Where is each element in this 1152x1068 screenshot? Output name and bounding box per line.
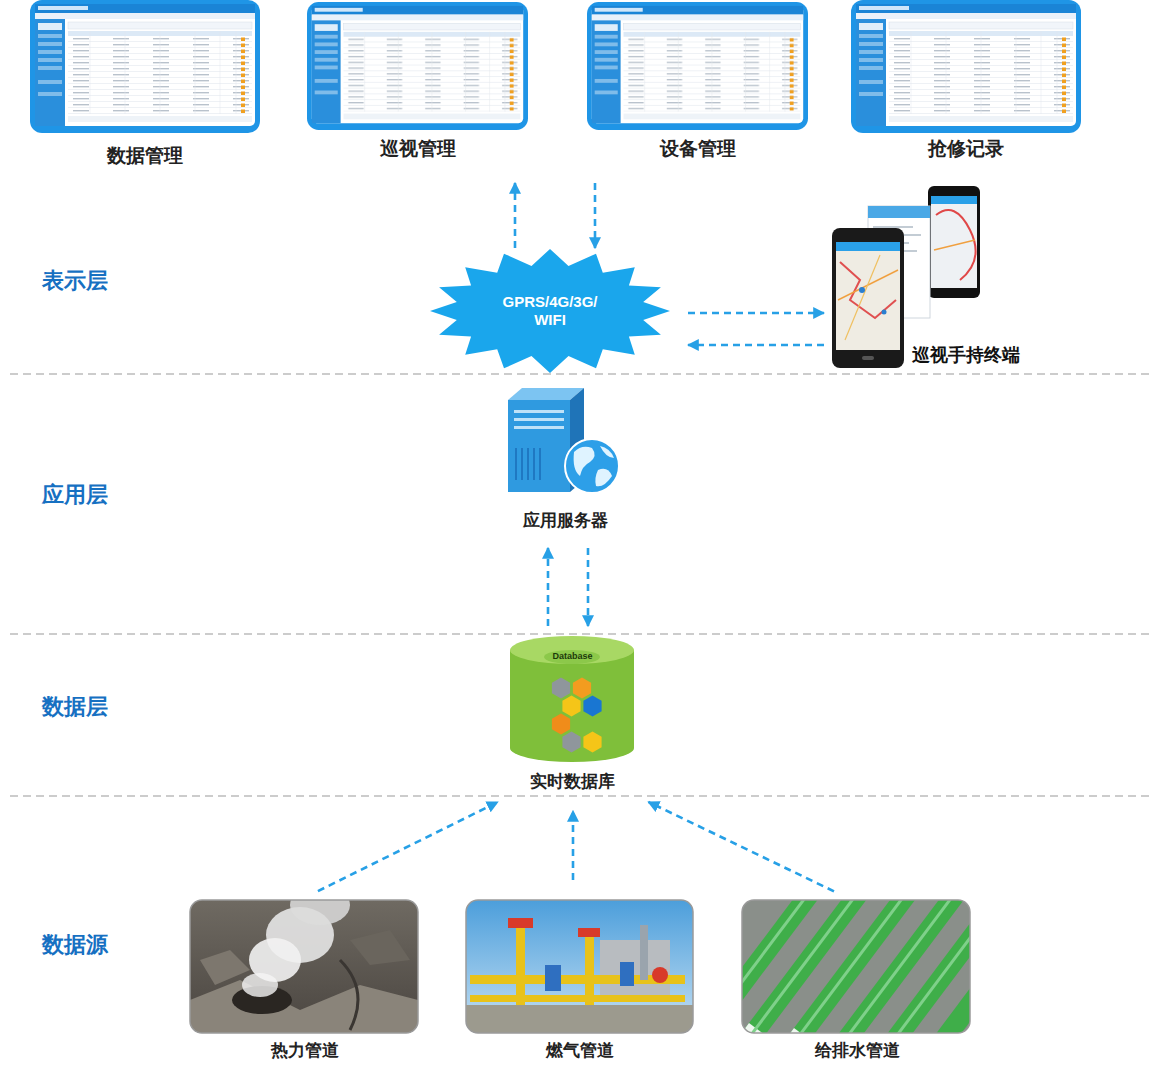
node-caption: 给排水管道 — [815, 1041, 900, 1061]
layer-label: 应用层 — [42, 481, 108, 509]
node-caption: 巡视管理 — [380, 138, 456, 161]
database-node: Database 实时数据库 — [505, 640, 640, 795]
screen-node: 设备管理 — [587, 0, 808, 165]
dashed-connector — [547, 548, 550, 626]
source-node: 给排水管道 — [742, 900, 972, 1065]
server-node: 应用服务器 — [505, 388, 625, 533]
node-caption: 抢修记录 — [928, 138, 1004, 161]
node-caption: 巡视手持终端 — [912, 345, 1020, 367]
dashed-connector — [648, 802, 834, 891]
water-pipe-photo — [742, 900, 970, 1033]
node-caption: GPRS/4G/3G/ WIFI — [491, 293, 609, 329]
server-icon — [508, 388, 619, 493]
node-caption: 应用服务器 — [523, 511, 608, 531]
layer-separator — [10, 374, 1152, 796]
database-cylinder — [510, 636, 634, 762]
node-caption: 燃气管道 — [546, 1041, 614, 1061]
screenshot — [30, 0, 260, 133]
dashed-connector — [688, 312, 824, 315]
screen-node: 巡视管理 — [307, 0, 528, 165]
screenshot — [851, 0, 1081, 133]
heat-pipe-photo — [190, 900, 418, 1033]
screenshot — [307, 2, 528, 130]
layer-label: 数据层 — [42, 693, 108, 721]
dashed-connector — [318, 802, 498, 891]
photo-frame — [190, 900, 418, 1033]
source-node: 燃气管道 — [466, 900, 694, 1065]
shape-label: Database — [552, 652, 592, 661]
photo-frame — [742, 900, 970, 1033]
dashed-connector — [572, 811, 575, 880]
node-caption: 设备管理 — [660, 138, 736, 161]
dashed-connector — [594, 183, 597, 248]
dashed-connector — [587, 548, 590, 626]
dashed-connector — [688, 344, 824, 347]
network-cloud-node: GPRS/4G/3G/ WIFI — [430, 250, 670, 372]
screenshot — [587, 2, 808, 130]
screen-node: 数据管理 — [30, 0, 260, 170]
node-caption: 热力管道 — [271, 1041, 339, 1061]
gas-pipe-photo — [466, 900, 693, 1033]
screen-node: 抢修记录 — [851, 0, 1081, 165]
network-cloud — [430, 249, 670, 373]
terminal-node: 巡视手持终端 — [830, 185, 1020, 370]
photo-frame — [466, 900, 693, 1033]
source-node: 热力管道 — [190, 900, 420, 1065]
layer-label: 表示层 — [42, 267, 108, 295]
node-caption: 实时数据库 — [530, 772, 615, 792]
handheld-terminal — [832, 186, 980, 368]
node-caption: 数据管理 — [107, 145, 183, 168]
layer-label: 数据源 — [42, 931, 108, 959]
dashed-connector — [514, 183, 517, 248]
